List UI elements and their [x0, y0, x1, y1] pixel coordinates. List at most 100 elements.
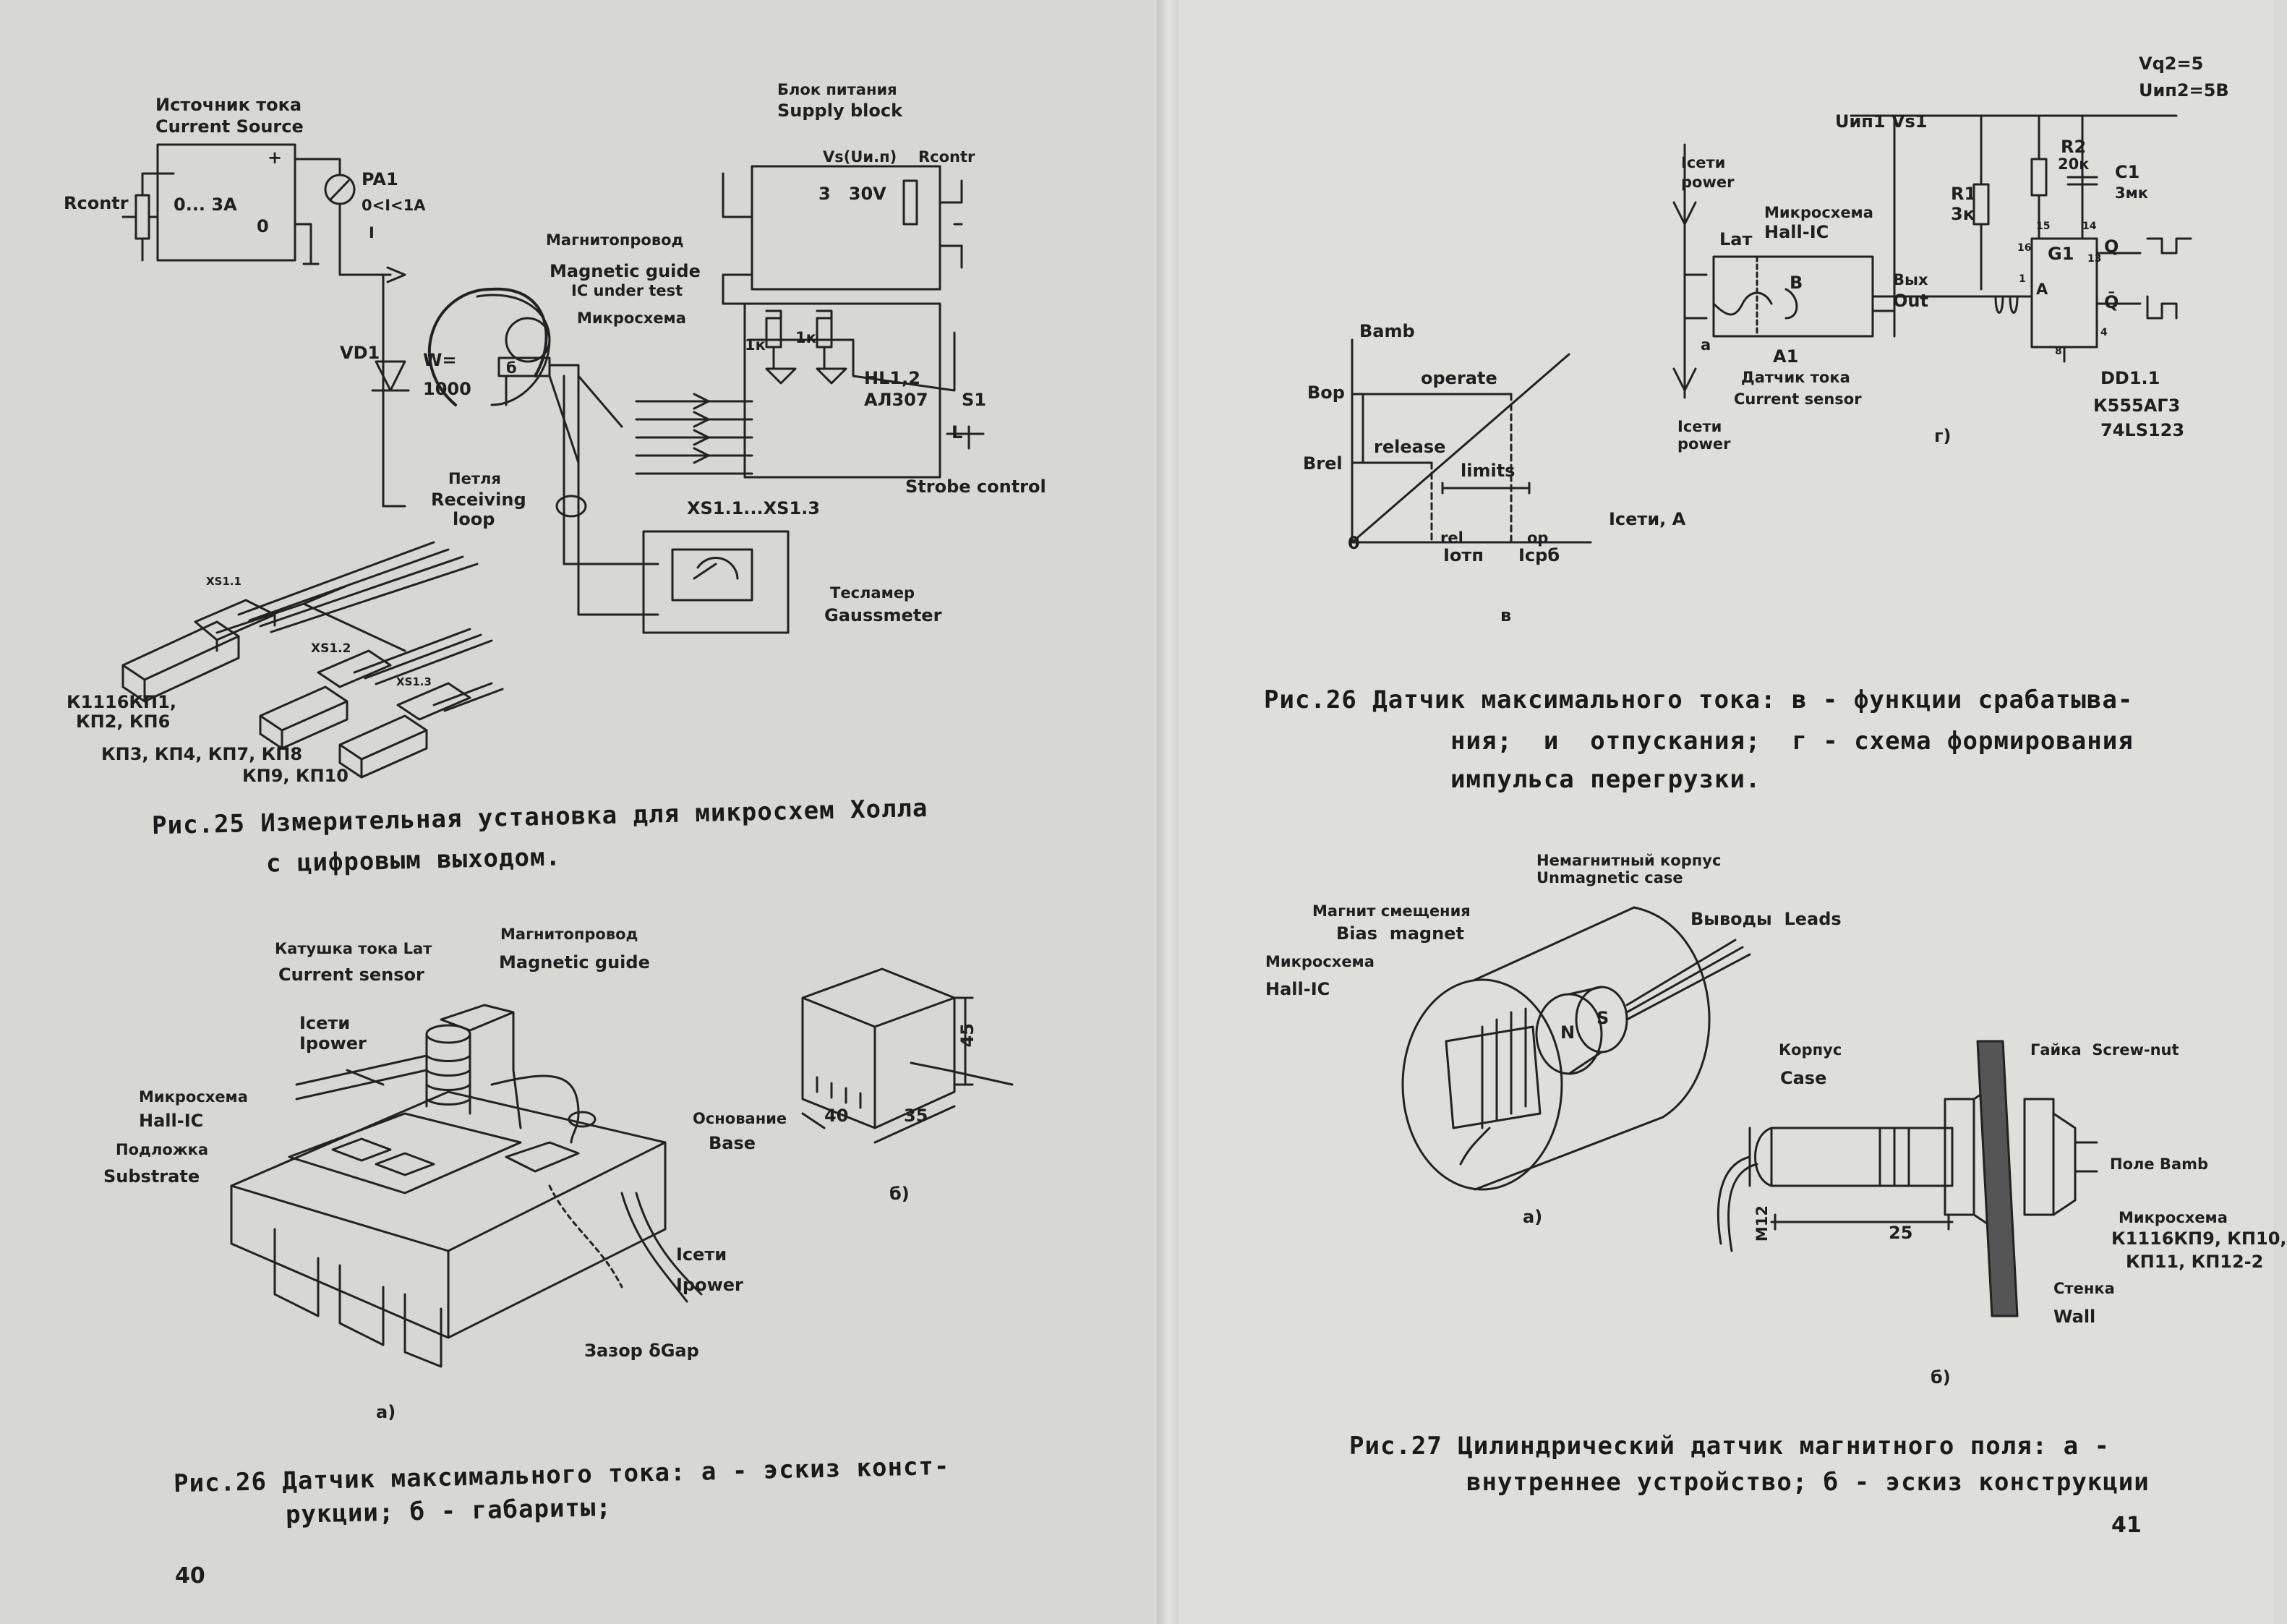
fig26g-p16: 16: [2017, 242, 2032, 254]
fig25-gauss-en: Gaussmeter: [824, 605, 942, 625]
right-page-number: 41: [2111, 1513, 2142, 1538]
fig26g-g1: G1: [2048, 244, 2074, 264]
fig25-r1k-a: 1к: [745, 336, 766, 354]
fig26b-label-b: б): [889, 1184, 910, 1204]
fig27a-case-ru: Немагнитный корпус: [1536, 852, 1722, 869]
fig25-plus: +: [268, 148, 283, 168]
fig25-power-ru: Блок питания: [777, 81, 897, 98]
fig27b-case-ru: Корпус: [1779, 1041, 1842, 1059]
fig25-hl: HL1,2: [864, 368, 920, 388]
fig27-caption-line2: внутреннее устройство; б - эскиз констру…: [1466, 1468, 2150, 1497]
fig27b-case-en: Case: [1780, 1068, 1827, 1088]
fig25-gauss-ru: Тесламер: [830, 584, 915, 602]
fig26a-label-a: а): [376, 1402, 396, 1422]
fig26-right-caption-line3: импульса перегрузки.: [1450, 765, 1761, 794]
fig25-pa1: PA1: [362, 169, 398, 189]
fig27a-ic-en: Hall-IC: [1265, 979, 1330, 999]
fig27-caption-line1: Рис.27 Цилиндрический датчик магнитного …: [1349, 1432, 2111, 1461]
fig26a-substrate-ru: Подложка: [116, 1141, 209, 1158]
fig27b-dim25: 25: [1889, 1223, 1913, 1243]
fig26a-magnet-ru: Магнитопровод: [500, 926, 638, 943]
fig26a-magnet-en: Magnetic guide: [499, 952, 650, 973]
fig25-r1k-b: 1к: [795, 329, 816, 346]
fig26g-qbar: Q̄: [2104, 292, 2119, 312]
fig26v-limits: limits: [1461, 461, 1516, 481]
fig26v-rel: rel: [1440, 529, 1463, 547]
fig26g-vq: Vq2=5: [2139, 54, 2204, 74]
fig25-connectors: XS1.1...XS1.3: [687, 498, 820, 518]
fig27a-cylinder: [1401, 906, 1751, 1191]
fig25-w-value: 1000: [423, 379, 471, 399]
fig26g-p13: 13: [2087, 253, 2102, 265]
fig26g-ic-en: Hall-IC: [1764, 222, 1829, 242]
fig25-xs11: XS1.1: [206, 575, 241, 588]
fig26g-r1: R1: [1951, 184, 1977, 204]
fig26a-substrate-en: Substrate: [103, 1166, 200, 1187]
fig25-source-range: 0... 3A: [174, 195, 237, 215]
fig25-loop-ru: Петля: [448, 470, 501, 487]
fig25-connectors: [121, 541, 504, 779]
fig25-w-label: W=: [423, 350, 457, 370]
fig25-magnet-en: Magnetic guide: [550, 261, 701, 281]
fig25-current-source-en: Current Source: [155, 116, 304, 137]
fig27b-ic-ru: Микросхема: [2119, 1209, 2228, 1226]
fig27b-m12: M12: [1753, 1205, 1771, 1242]
fig27b-ic-line2: К1116КП9, КП10,: [2111, 1228, 2287, 1249]
fig25-ic-under-test: IC under test: [571, 282, 683, 299]
fig27b-field: Поле Bamb: [2110, 1155, 2209, 1173]
fig26v-bamb: Bamb: [1359, 321, 1415, 341]
fig26b-dim-40: 40: [824, 1106, 849, 1126]
fig26b-outline: [801, 967, 1014, 1144]
fig27b-ic-line3: КП11, КП12-2: [2126, 1252, 2264, 1272]
fig25-rcontr-left: Rcontr: [64, 193, 129, 213]
fig26g-b: B: [1790, 273, 1803, 293]
fig26a-ipower-en: Ipower: [299, 1033, 367, 1054]
fig26a-ic-ru: Микросхема: [139, 1088, 248, 1106]
fig27b-mount: [1717, 1040, 2098, 1317]
fig25-i-label: I: [369, 224, 375, 242]
fig25-voltage-range: 3 30V: [818, 184, 886, 204]
fig26v-zero: 0: [1348, 533, 1360, 553]
fig27a-bias-en: Bias magnet: [1336, 923, 1464, 944]
fig26a-base-en: Base: [709, 1133, 756, 1153]
fig25-current-source-ru: Источник тока: [155, 95, 302, 115]
fig26g-uip1: Uип1 Vs1: [1835, 111, 1928, 132]
fig26-right-caption-line2: ния; и отпускания; г - схема формировани…: [1450, 727, 2134, 756]
fig26g-a1: A1: [1773, 346, 1799, 367]
fig26a-coil-en: Current sensor: [278, 965, 424, 985]
fig26g-out-ru: Вых: [1893, 271, 1928, 289]
fig26g-sensor-ru: Датчик тока: [1741, 369, 1850, 386]
fig26g-sensor-en: Current sensor: [1734, 390, 1862, 408]
fig27b-wall-en: Wall: [2053, 1307, 2096, 1327]
right-page: [1179, 0, 2273, 1624]
fig26-right-caption-line1: Рис.26 Датчик максимального тока: в - фу…: [1264, 685, 2134, 714]
fig25-pkg3: КП3, КП4, КП7, КП8: [101, 744, 303, 764]
fig27b-label: б): [1931, 1367, 1951, 1388]
fig26g-q: Q: [2104, 236, 2119, 257]
fig26g-pin-a: A: [2036, 281, 2048, 298]
fig27a-bias-ru: Магнит смещения: [1312, 902, 1471, 920]
fig26g-r1-val: 3к: [1951, 204, 1975, 224]
fig25-ic-ru: Микросхема: [577, 309, 686, 327]
fig26v-i-srb: Iсрб: [1518, 545, 1560, 565]
fig26g-dd: DD1.1: [2100, 368, 2160, 388]
fig25-xs13: XS1.3: [396, 675, 432, 688]
fig25-strobe: Strobe control: [905, 476, 1046, 497]
fig26g-ipower-bot-en: power: [1677, 435, 1731, 453]
fig25-pkg2: КП2, КП6: [76, 711, 171, 732]
fig27b-wall-ru: Стенка: [2053, 1280, 2115, 1297]
fig26b-dim-35: 35: [904, 1106, 928, 1126]
fig26g-p4: 4: [2100, 327, 2108, 338]
fig26a-ipower2-ru: Iсети: [676, 1244, 727, 1265]
fig27b-nut: Гайка Screw-nut: [2030, 1041, 2179, 1059]
fig26v-op: op: [1527, 529, 1549, 547]
fig26g-ipower-bot-ru: Iсети: [1677, 418, 1722, 435]
fig27a-s: S: [1596, 1008, 1610, 1028]
fig25-pin-b: б: [506, 359, 517, 377]
fig26v-bop: Bop: [1307, 383, 1345, 403]
fig26a-sketch: [230, 1004, 703, 1368]
fig27a-ic-ru: Микросхема: [1265, 953, 1375, 970]
fig26a-ic-en: Hall-IC: [139, 1111, 204, 1131]
